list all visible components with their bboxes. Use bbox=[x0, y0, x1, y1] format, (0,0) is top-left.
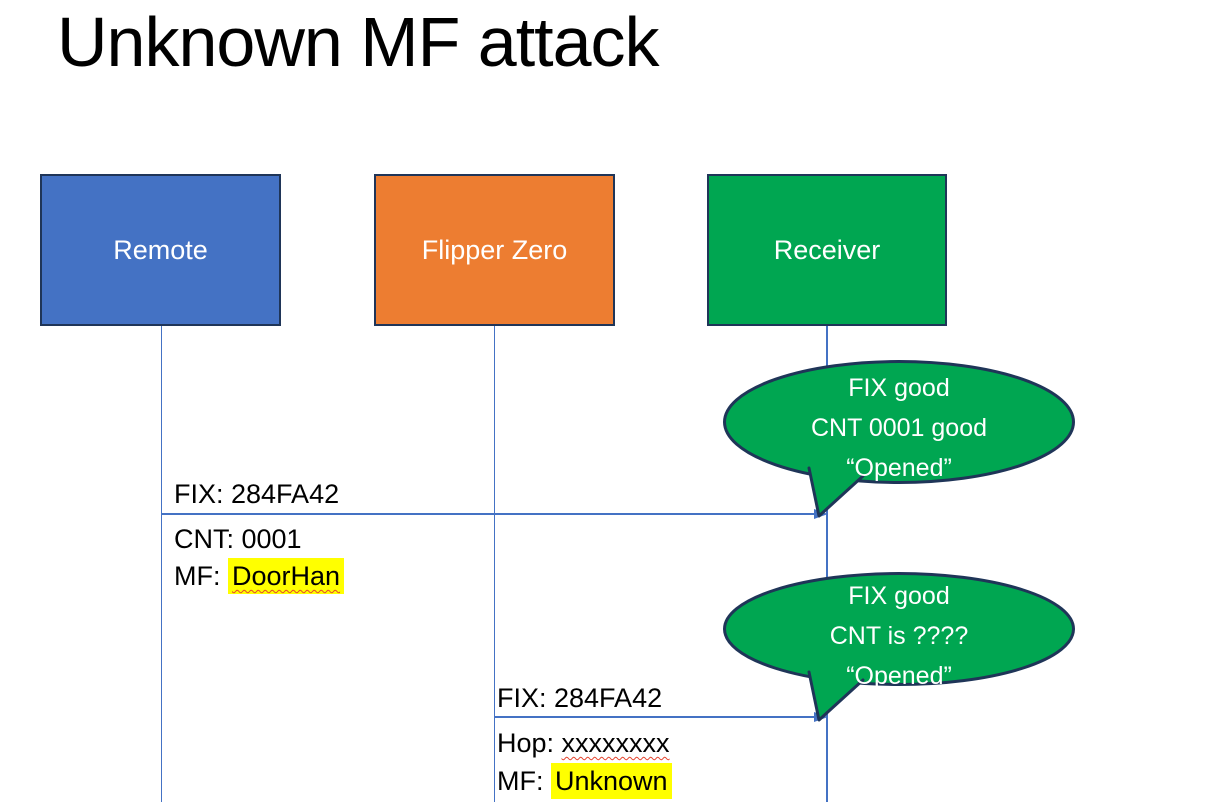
speech-bubble-1-tail bbox=[807, 466, 865, 518]
message-2-arrow-line bbox=[494, 716, 816, 718]
lifeline-flipper-zero bbox=[493, 326, 496, 802]
bubble-2-line-3: “Opened” bbox=[846, 662, 952, 690]
speech-bubble-2-tail bbox=[807, 670, 865, 722]
lifeline-receiver bbox=[826, 326, 828, 802]
actor-label-flipper-zero: Flipper Zero bbox=[421, 234, 568, 265]
slide-title: Unknown MF attack bbox=[57, 3, 660, 81]
speech-bubble-2 bbox=[723, 572, 1075, 722]
message-2-mf-value-highlighted: Unknown bbox=[551, 763, 672, 799]
message-1-label-cnt: CNT: 0001 bbox=[174, 524, 302, 554]
bubble-1-line-1: FIX good bbox=[848, 374, 950, 402]
speech-bubble-1 bbox=[723, 360, 1075, 518]
message-1-mf-prefix: MF: bbox=[174, 561, 228, 591]
message-2-hop-prefix: Hop: bbox=[497, 728, 562, 758]
speech-bubble-2-ellipse bbox=[723, 572, 1075, 686]
message-1-label-mf: MF: DoorHan bbox=[174, 558, 345, 594]
message-2-label-mf: MF: Unknown bbox=[497, 763, 672, 799]
bubble-1-line-3: “Opened” bbox=[846, 454, 952, 482]
speech-bubble-1-ellipse bbox=[723, 360, 1075, 484]
message-2-hop-value-squiggled: xxxxxxxx bbox=[561, 728, 670, 758]
actor-box-flipper-zero: Flipper Zero bbox=[374, 174, 615, 326]
message-2-mf-prefix: MF: bbox=[497, 766, 551, 796]
speech-bubble-2-text: FIX good CNT is ???? “Opened” bbox=[749, 576, 1049, 696]
lifeline-remote bbox=[160, 326, 162, 802]
bubble-1-line-2: CNT 0001 good bbox=[810, 414, 988, 442]
actor-label-receiver: Receiver bbox=[773, 234, 881, 265]
message-2-label-fix: FIX: 284FA42 bbox=[497, 683, 663, 713]
message-1-label-fix: FIX: 284FA42 bbox=[174, 479, 340, 509]
actor-label-remote: Remote bbox=[113, 234, 208, 265]
speech-bubble-1-text: FIX good CNT 0001 good “Opened” bbox=[749, 368, 1049, 488]
message-1-arrow-line bbox=[161, 513, 816, 515]
actor-box-remote: Remote bbox=[40, 174, 281, 326]
bubble-2-line-1: FIX good bbox=[848, 582, 950, 610]
message-2-label-hop: Hop: xxxxxxxx bbox=[497, 727, 670, 759]
bubble-2-line-2: CNT is ???? bbox=[829, 622, 969, 650]
actor-box-receiver: Receiver bbox=[707, 174, 947, 326]
message-1-mf-value-highlighted: DoorHan bbox=[228, 558, 345, 594]
